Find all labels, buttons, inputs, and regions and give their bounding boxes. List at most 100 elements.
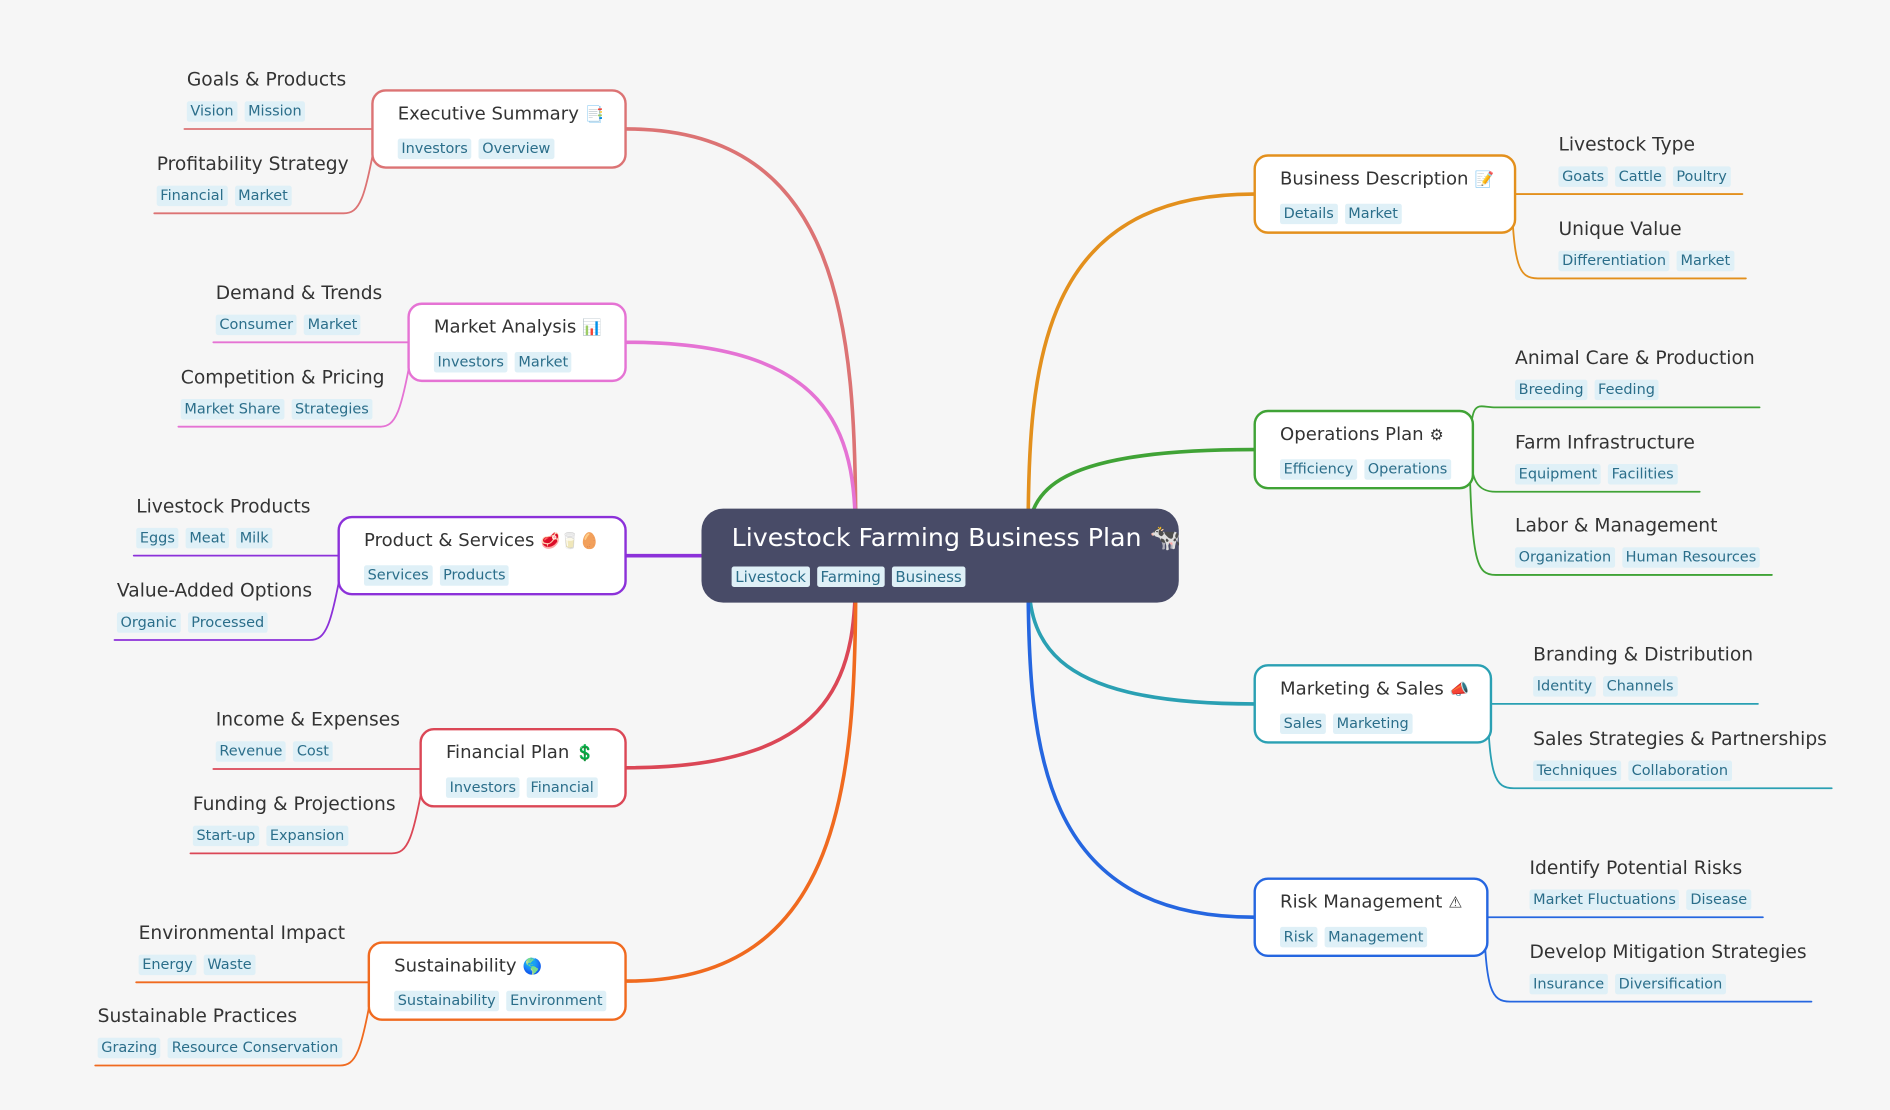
tag[interactable]: Goats bbox=[1558, 166, 1608, 187]
tag[interactable]: Farming bbox=[816, 566, 885, 587]
tag[interactable]: Environment bbox=[506, 990, 607, 1012]
tag[interactable]: Identity bbox=[1533, 676, 1596, 697]
tag[interactable]: Mission bbox=[244, 101, 306, 122]
tag[interactable]: Breeding bbox=[1515, 379, 1588, 401]
tag[interactable]: Marketing bbox=[1333, 713, 1413, 735]
tag[interactable]: Products bbox=[439, 565, 510, 586]
tag[interactable]: Techniques bbox=[1533, 760, 1621, 782]
tag[interactable]: Financial bbox=[526, 777, 598, 798]
tag[interactable]: Details bbox=[1280, 203, 1338, 225]
branch-title: Financial Plan💲 bbox=[446, 740, 600, 767]
tag[interactable]: Investors bbox=[445, 777, 520, 798]
tag[interactable]: Disease bbox=[1686, 889, 1751, 911]
tag[interactable]: Livestock bbox=[731, 566, 810, 587]
tag[interactable]: Services bbox=[364, 565, 433, 586]
tag[interactable]: Efficiency bbox=[1280, 459, 1357, 480]
tag[interactable]: Eggs bbox=[136, 527, 179, 549]
tag[interactable]: Channels bbox=[1603, 676, 1678, 697]
tag[interactable]: Financial bbox=[156, 185, 228, 207]
tag[interactable]: Sales bbox=[1280, 713, 1326, 735]
tag[interactable]: Equipment bbox=[1515, 464, 1601, 485]
tag[interactable]: Sustainability bbox=[394, 990, 500, 1012]
tag[interactable]: Differentiation bbox=[1558, 250, 1670, 272]
tag[interactable]: Market bbox=[1344, 203, 1402, 225]
tag[interactable]: Investors bbox=[433, 351, 508, 373]
branch-title: Risk Management⚠ bbox=[1280, 890, 1462, 917]
tag[interactable]: Feeding bbox=[1594, 379, 1659, 401]
tag[interactable]: Start-up bbox=[192, 825, 259, 847]
tag[interactable]: Cattle bbox=[1615, 166, 1666, 187]
branch-node-financial-plan[interactable]: Financial Plan💲 Investors Financial bbox=[419, 728, 627, 808]
tag[interactable]: Revenue bbox=[215, 741, 286, 762]
tag-list: Organization Human Resources bbox=[1515, 544, 1767, 568]
tag[interactable]: Risk bbox=[1280, 926, 1318, 948]
tag[interactable]: Expansion bbox=[266, 825, 348, 847]
tag[interactable]: Investors bbox=[397, 138, 472, 160]
tag[interactable]: Business bbox=[891, 566, 966, 587]
branch-title-text: Market Analysis bbox=[433, 315, 577, 338]
tag[interactable]: Market bbox=[514, 351, 572, 373]
tag-list: Vision Mission bbox=[186, 98, 346, 122]
memo-icon: 📝 bbox=[1474, 171, 1495, 190]
tag[interactable]: Poultry bbox=[1672, 166, 1731, 187]
tag[interactable]: Energy bbox=[138, 954, 197, 976]
tag[interactable]: Organic bbox=[116, 612, 181, 633]
root-node[interactable]: Livestock Farming Business Plan 🐄 Livest… bbox=[701, 508, 1181, 603]
tag[interactable]: Insurance bbox=[1529, 973, 1608, 995]
tag[interactable]: Market bbox=[1676, 250, 1734, 272]
tag[interactable]: Organization bbox=[1515, 547, 1615, 568]
tag[interactable]: Consumer bbox=[215, 314, 297, 336]
tag[interactable]: Facilities bbox=[1608, 464, 1678, 485]
tag[interactable]: Market bbox=[303, 314, 361, 336]
tag[interactable]: Meat bbox=[185, 527, 229, 549]
tag[interactable]: Market bbox=[234, 185, 292, 207]
tag[interactable]: Diversification bbox=[1614, 973, 1726, 995]
tag[interactable]: Milk bbox=[236, 527, 273, 549]
branch-title: Product & Services🥩🥛🥚 bbox=[364, 528, 600, 555]
tag[interactable]: Collaboration bbox=[1627, 760, 1732, 782]
tag[interactable]: Grazing bbox=[97, 1037, 161, 1059]
tag[interactable]: Cost bbox=[293, 741, 333, 762]
tag[interactable]: Operations bbox=[1364, 459, 1451, 480]
tag[interactable]: Management bbox=[1324, 926, 1427, 948]
tag[interactable]: Human Resources bbox=[1621, 547, 1760, 568]
tag[interactable]: Vision bbox=[186, 101, 238, 122]
tag-list: Consumer Market bbox=[215, 311, 383, 336]
branch-node-risk-management[interactable]: Risk Management⚠ Risk Management bbox=[1253, 877, 1489, 958]
tag[interactable]: Overview bbox=[478, 138, 554, 160]
tag[interactable]: Processed bbox=[187, 612, 268, 633]
warning-icon: ⚠ bbox=[1448, 894, 1463, 913]
tag[interactable]: Waste bbox=[203, 954, 256, 976]
tag[interactable]: Market Share bbox=[180, 398, 285, 420]
branch-title-text: Executive Summary bbox=[397, 102, 579, 125]
branch-node-product-services[interactable]: Product & Services🥩🥛🥚 Services Products bbox=[337, 515, 627, 596]
tag[interactable]: Resource Conservation bbox=[168, 1037, 342, 1059]
tag[interactable]: Market Fluctuations bbox=[1529, 889, 1680, 911]
tag[interactable]: Strategies bbox=[291, 398, 373, 420]
